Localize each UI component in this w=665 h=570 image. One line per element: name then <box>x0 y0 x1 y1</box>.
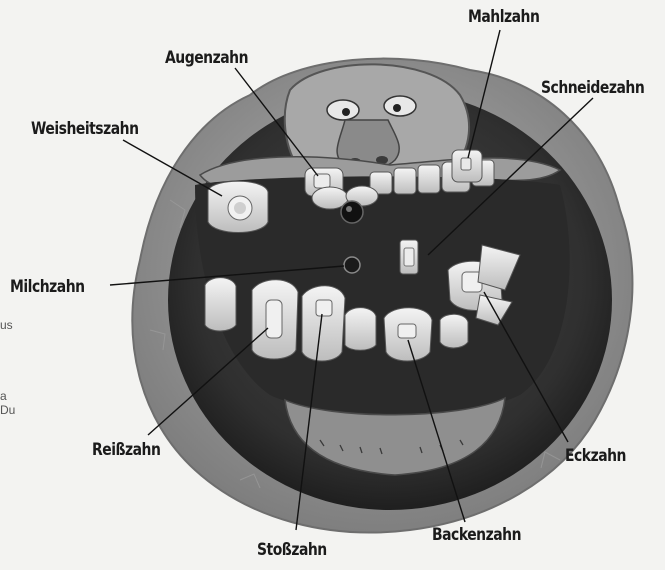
label-reisszahn: Reißzahn <box>92 440 160 460</box>
tooth-schneidezahn <box>400 240 418 274</box>
tooth-reisszahn <box>252 280 298 359</box>
margin-fragment-us: us <box>0 318 13 332</box>
label-augenzahn: Augenzahn <box>165 48 248 68</box>
label-weisheitszahn: Weisheitszahn <box>31 119 139 139</box>
center-knob <box>341 201 363 223</box>
label-eckzahn: Eckzahn <box>565 446 626 466</box>
label-backenzahn: Backenzahn <box>432 525 521 545</box>
tooth-backenzahn <box>384 308 432 361</box>
label-stosszahn: Stoßzahn <box>257 540 327 560</box>
tooth-stosszahn <box>302 286 345 361</box>
label-schneidezahn: Schneidezahn <box>541 78 644 98</box>
tooth-mahlzahn <box>452 150 482 182</box>
tooth-weisheitszahn <box>208 181 268 232</box>
label-milchzahn: Milchzahn <box>10 277 85 297</box>
tooth-milchzahn <box>344 257 360 273</box>
margin-fragment-a: a <box>0 389 7 403</box>
margin-fragment-du: Du <box>0 403 15 417</box>
label-mahlzahn: Mahlzahn <box>468 7 539 27</box>
